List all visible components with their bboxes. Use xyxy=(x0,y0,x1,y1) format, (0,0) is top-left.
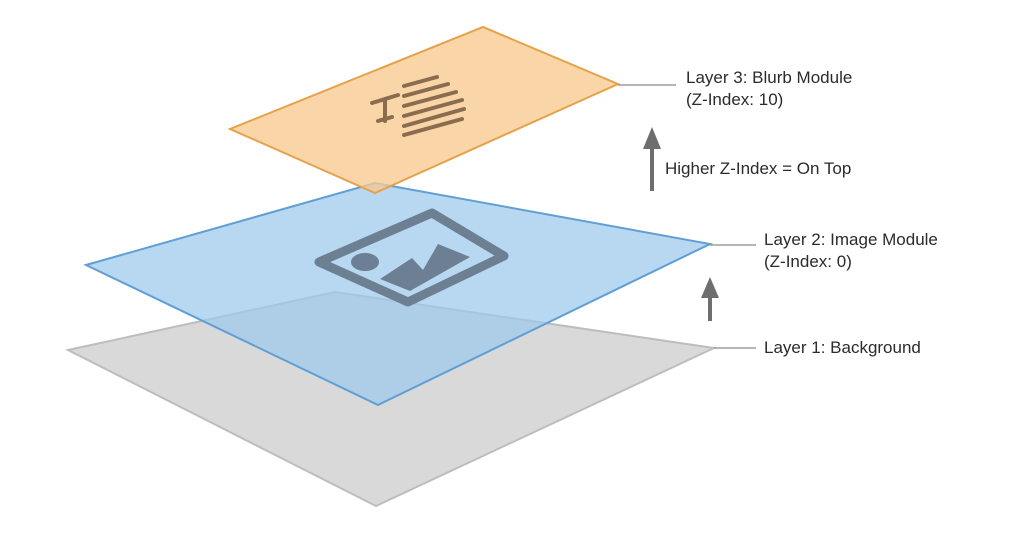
layer-3-title: Layer 3: Blurb Module xyxy=(686,68,853,87)
image-icon xyxy=(314,208,509,307)
layer-3-blurb-plane xyxy=(227,25,621,195)
up-arrow-icon xyxy=(701,277,719,321)
layer-1-label: Layer 1: Background xyxy=(764,337,921,359)
up-arrow-icon xyxy=(643,127,661,191)
layer-2-title: Layer 2: Image Module xyxy=(764,230,938,249)
layer-3-label: Layer 3: Blurb Module (Z-Index: 10) xyxy=(686,67,852,111)
layer-2-z-index: (Z-Index: 0) xyxy=(764,252,852,271)
annotation-label: Higher Z-Index = On Top xyxy=(665,158,851,180)
layer-3-z-index: (Z-Index: 10) xyxy=(686,90,784,109)
text-document-icon xyxy=(370,75,466,137)
layer-1-title: Layer 1: Background xyxy=(764,338,921,357)
z-index-annotation-text: Higher Z-Index = On Top xyxy=(665,159,852,178)
layer-2-image-plane xyxy=(83,181,714,407)
layer-2-label: Layer 2: Image Module (Z-Index: 0) xyxy=(764,229,938,273)
